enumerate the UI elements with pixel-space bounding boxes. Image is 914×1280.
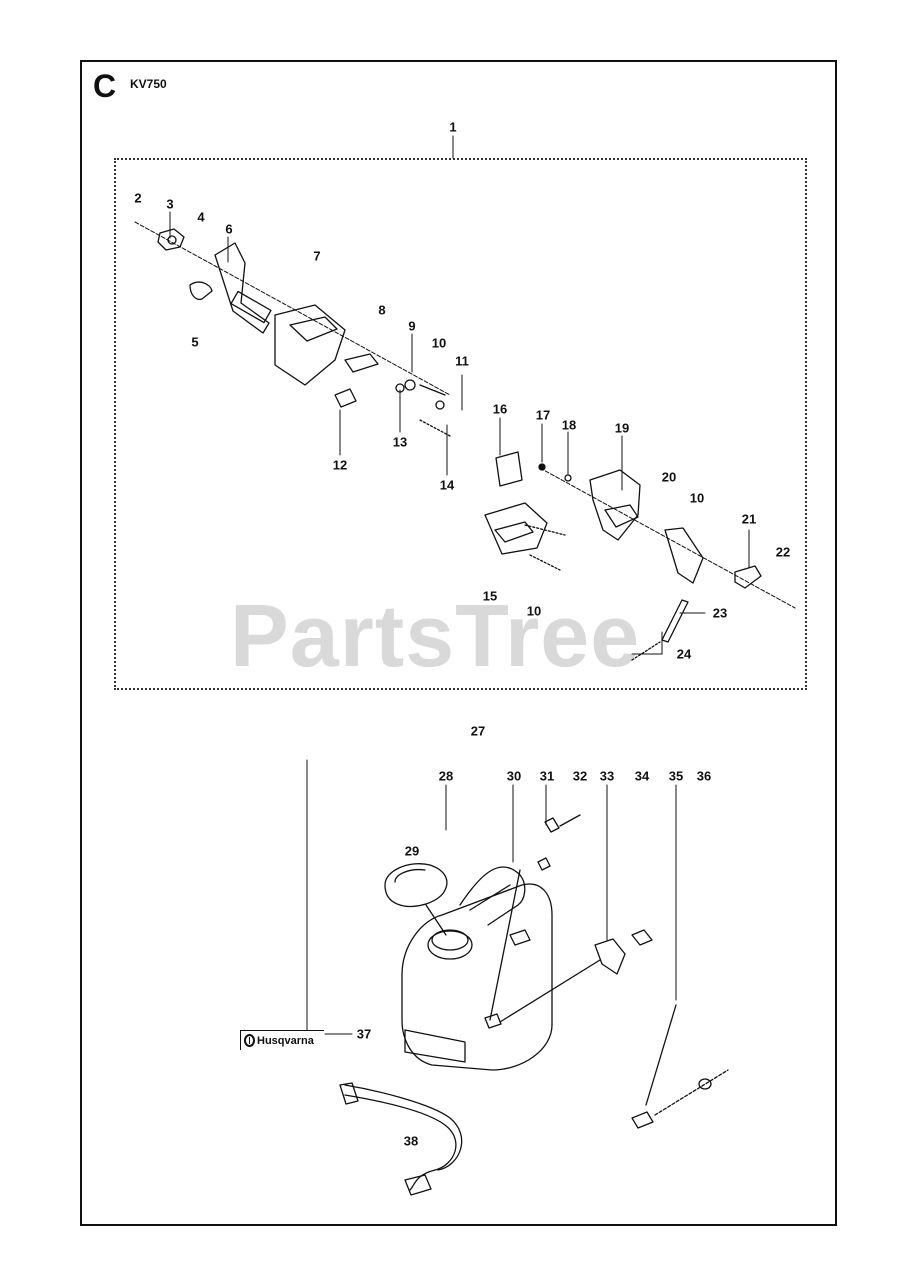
callout-6: 6 (225, 221, 233, 237)
callout-31: 31 (539, 768, 555, 784)
callout-10-b: 10 (689, 490, 705, 506)
callout-8: 8 (378, 302, 386, 318)
leader-lines (169, 135, 750, 1035)
callout-12: 12 (332, 457, 348, 473)
callout-27: 27 (470, 723, 486, 739)
lower-shaft-assembly (484, 451, 796, 661)
callout-1: 1 (449, 119, 457, 135)
callout-2: 2 (134, 190, 142, 206)
brand-text: Husqvarna (257, 1034, 314, 1047)
callout-33: 33 (599, 768, 615, 784)
callout-19: 19 (614, 420, 630, 436)
callout-22: 22 (775, 544, 791, 560)
callout-32: 32 (572, 768, 588, 784)
callout-23: 23 (712, 605, 728, 621)
callout-34: 34 (634, 768, 650, 784)
upper-shaft-assembly (134, 221, 451, 437)
callout-10: 10 (431, 335, 447, 351)
diagram-frame (80, 60, 837, 1226)
callout-37: 37 (356, 1026, 372, 1042)
fuel-line-parts (484, 814, 653, 1029)
callout-29: 29 (404, 843, 420, 859)
husqvarna-crown-icon (244, 1034, 255, 1047)
callout-9: 9 (408, 318, 416, 334)
callout-10-c: 10 (526, 603, 542, 619)
callout-13: 13 (392, 434, 408, 450)
callout-4: 4 (197, 209, 205, 225)
assembly-1-boundary (114, 158, 807, 690)
model-label: KV750 (130, 77, 167, 91)
watermark: PartsTree (230, 586, 641, 685)
callout-14: 14 (439, 477, 455, 493)
callout-38: 38 (403, 1133, 419, 1149)
callout-17: 17 (535, 407, 551, 423)
callout-5: 5 (191, 334, 199, 350)
callout-20: 20 (661, 469, 677, 485)
callout-11: 11 (455, 353, 469, 369)
callout-7: 7 (313, 248, 321, 264)
section-letter: C (93, 68, 117, 104)
husqvarna-logo: Husqvarna (240, 1030, 324, 1050)
callout-30: 30 (506, 768, 522, 784)
callout-21: 21 (741, 511, 757, 527)
callout-36: 36 (696, 768, 712, 784)
fuel-tank (401, 866, 553, 1071)
fuel-hose (339, 1082, 463, 1196)
callout-15: 15 (482, 588, 498, 604)
callout-3: 3 (166, 196, 174, 212)
callout-24: 24 (676, 646, 692, 662)
fuel-cap (384, 863, 448, 936)
callout-16: 16 (492, 401, 508, 417)
callout-18: 18 (561, 417, 577, 433)
callout-35: 35 (668, 768, 684, 784)
fuel-pickup (631, 1004, 729, 1129)
callout-28: 28 (438, 768, 454, 784)
